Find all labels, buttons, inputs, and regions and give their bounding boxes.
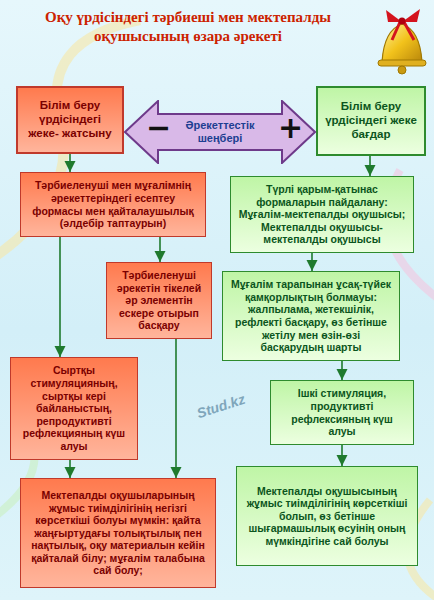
diagram-title: Оқу үрдісіндегі тәрбиеші мен мектепалды … <box>12 8 364 46</box>
connector <box>159 237 161 262</box>
process-box: Тәрбиеленуші әрекетін тікелей әр элемент… <box>106 262 212 339</box>
process-box: Түрлі қарым-қатынас формаларын пайдалану… <box>230 176 414 253</box>
process-box: Тәрбиеленуші мен мұғалімнің әрекеттерінд… <box>20 172 206 237</box>
minus-sign: − <box>146 110 171 145</box>
process-box: Ішкі стимуляция, продуктивті рефлексияны… <box>270 380 414 445</box>
process-box: Мектепалды оқушысының жұмыс тиімділігіні… <box>236 466 418 566</box>
box-text: Білім беру үрдісіндегі жеке бағдар <box>324 100 418 141</box>
box-text: Тәрбиеленуші әрекетін тікелей әр элемент… <box>113 269 205 332</box>
connector <box>59 237 61 357</box>
bell-icon <box>378 9 426 74</box>
process-box: Білім беру үрдісіндегі жеке- жатсыну <box>16 86 124 154</box>
box-text: Мектепалды оқушыларының жұмыс тиімділігі… <box>27 489 209 577</box>
box-text: Тәрбиеленуші мен мұғалімнің әрекеттерінд… <box>27 179 199 229</box>
process-box: Мұғалім тарапынан ұсақ-түйек қамқорлықты… <box>222 271 400 361</box>
process-box: Білім беру үрдісіндегі жеке бағдар <box>316 86 426 156</box>
plus-sign: + <box>278 110 303 145</box>
box-text: Сыртқы стимуляцияның, сыртқы кері байлан… <box>17 364 131 452</box>
box-text: Түрлі қарым-қатынас формаларын пайдалану… <box>237 183 407 246</box>
connector <box>69 154 71 172</box>
connector <box>311 253 313 271</box>
arrow-outline <box>125 101 315 163</box>
process-box: Мектепалды оқушыларының жұмыс тиімділігі… <box>20 478 216 588</box>
connector <box>341 445 343 466</box>
connector <box>369 156 371 176</box>
box-text: Мектепалды оқушысының жұмыс тиімділігіні… <box>243 485 411 548</box>
connector <box>69 460 71 478</box>
box-text: Ішкі стимуляция, продуктивті рефлексияны… <box>277 387 407 437</box>
process-box: Сыртқы стимуляцияның, сыртқы кері байлан… <box>10 357 138 460</box>
connector <box>341 361 343 380</box>
connector <box>175 339 177 478</box>
box-text: Әрекеттестік шеңбері <box>170 119 270 145</box>
box-text: Білім беру үрдісіндегі жеке- жатсыну <box>24 99 116 140</box>
box-text: Мұғалім тарапынан ұсақ-түйек қамқорлықты… <box>229 278 393 354</box>
watermark: Stud.kz <box>195 391 247 422</box>
